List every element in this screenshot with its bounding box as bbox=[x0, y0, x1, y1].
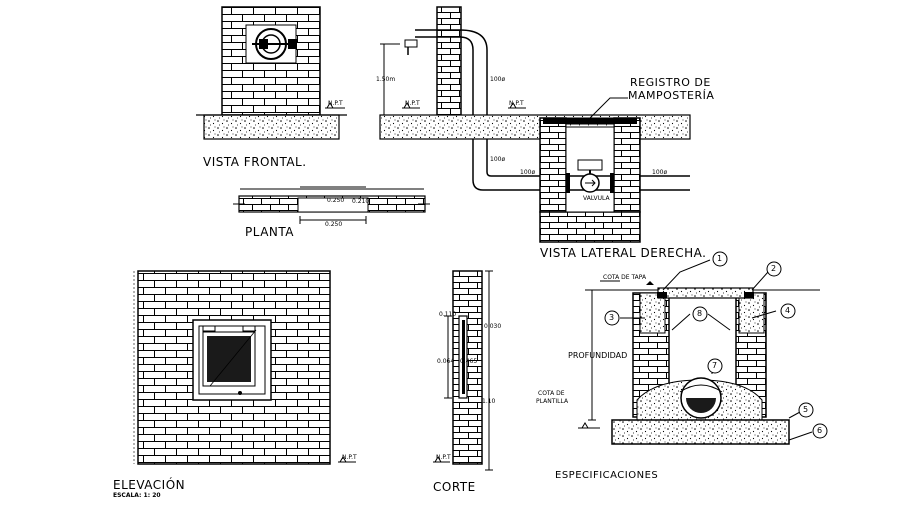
note-profundidad: PROFUNDIDAD bbox=[568, 351, 628, 360]
note-mamposteria: MAMPOSTERÍA bbox=[628, 89, 715, 102]
dim-corte-d: 0.110 bbox=[439, 311, 457, 318]
callout-6: 6 bbox=[817, 426, 823, 435]
dim-planta-c: 0.210 bbox=[352, 198, 370, 205]
npt-lateral-a: N.P.T bbox=[405, 100, 420, 107]
vista-lateral bbox=[379, 6, 691, 243]
callout-7: 7 bbox=[712, 361, 718, 370]
dim-corte-h: 1.10 bbox=[482, 398, 496, 405]
npt-corte: N.P.T bbox=[436, 454, 451, 461]
callout-5: 5 bbox=[803, 405, 809, 414]
scale-label: ESCALA: 1: 20 bbox=[113, 492, 161, 499]
title-elevacion: ELEVACIÓN bbox=[113, 478, 186, 492]
npt-lateral-b: N.P.T bbox=[509, 100, 524, 107]
dim-corte-e: 0.030 bbox=[484, 323, 502, 330]
callout-4: 4 bbox=[785, 306, 791, 315]
corte bbox=[433, 270, 493, 471]
planta bbox=[233, 186, 430, 224]
vista-frontal bbox=[196, 6, 347, 140]
dim-height: 1.50m bbox=[376, 76, 396, 83]
pipe-100-c: 100ø bbox=[520, 169, 536, 176]
dim-corte-f: 0.064 bbox=[437, 358, 455, 365]
npt-frontal: N.P.T bbox=[328, 100, 343, 107]
dim-planta-b: 0.250 bbox=[325, 221, 343, 228]
elevacion bbox=[133, 270, 356, 465]
especificaciones bbox=[578, 251, 828, 445]
npt-elevacion: N.P.T bbox=[342, 454, 357, 461]
title-vista-frontal: VISTA FRONTAL. bbox=[203, 155, 307, 169]
callout-8: 8 bbox=[697, 309, 703, 318]
callout-2: 2 bbox=[771, 264, 777, 273]
title-planta: PLANTA bbox=[245, 225, 294, 239]
pipe-100-d: 100ø bbox=[652, 169, 668, 176]
note-cota-de: COTA DE bbox=[538, 390, 565, 397]
note-registro: REGISTRO DE bbox=[630, 76, 711, 89]
title-especificaciones: ESPECIFICACIONES bbox=[555, 470, 659, 481]
valve-label: VALVULA bbox=[583, 195, 610, 202]
title-vista-lateral: VISTA LATERAL DERECHA. bbox=[540, 246, 707, 260]
title-corte: CORTE bbox=[433, 480, 476, 494]
note-cota-tapa: COTA DE TAPA bbox=[603, 274, 647, 281]
note-plantilla: PLANTILLA bbox=[536, 398, 569, 405]
pipe-100-a: 100ø bbox=[490, 76, 506, 83]
callout-3: 3 bbox=[609, 313, 615, 322]
dim-planta-a: 0.250 bbox=[327, 197, 345, 204]
dim-corte-g: 0.465 bbox=[460, 358, 478, 365]
callout-1: 1 bbox=[717, 254, 723, 263]
pipe-100-b: 100ø bbox=[490, 156, 506, 163]
